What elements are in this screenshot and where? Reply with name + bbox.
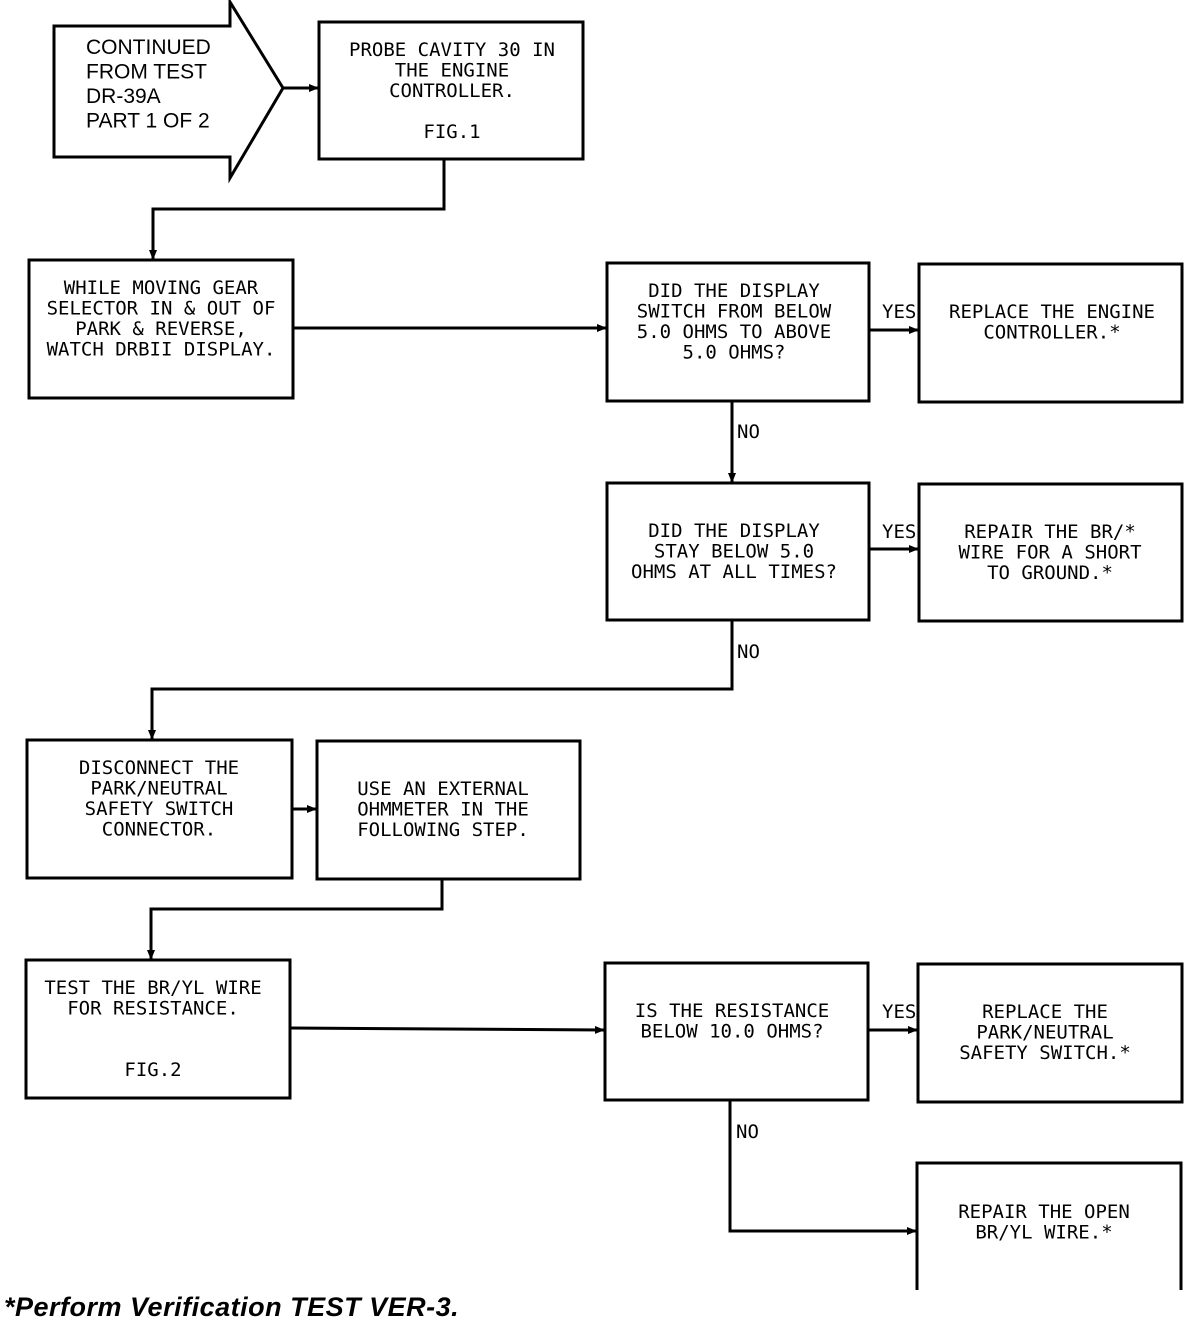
connector-probe-to-watch (149, 159, 446, 260)
text-line: DISCONNECT THE (79, 757, 239, 779)
connector-stay-below-no (148, 620, 734, 740)
text-line: TO GROUND.* (987, 562, 1113, 584)
connector-ohmmeter-to-test (147, 879, 444, 960)
text-line: WHILE MOVING GEAR (64, 277, 259, 299)
text-line: OHMS AT ALL TIMES? (631, 561, 837, 583)
text-line: USE AN EXTERNAL (357, 778, 529, 800)
text-line: BELOW 10.0 OHMS? (640, 1021, 823, 1043)
label-no-3: NO (736, 1121, 759, 1143)
text-line: CONNECTOR. (102, 819, 216, 841)
connector-resistance-no (728, 1100, 917, 1235)
text-line: DID THE DISPLAY (648, 280, 820, 302)
text-line: THE ENGINE (395, 60, 509, 82)
label-yes-3: YES (882, 1001, 916, 1023)
text-line: BR/YL WIRE.* (975, 1222, 1112, 1244)
text-line: REPLACE THE ENGINE (949, 301, 1155, 323)
text-line: REPAIR THE BR/* (964, 521, 1136, 543)
text-line: WATCH DRBII DISPLAY. (47, 339, 276, 361)
text-line: TEST THE BR/YL WIRE (44, 977, 261, 999)
label-no-1: NO (737, 421, 760, 443)
text-line: 5.0 OHMS TO ABOVE (637, 321, 831, 343)
text-line: SELECTOR IN & OUT OF (47, 298, 276, 320)
text-line: FROM TEST (86, 61, 207, 84)
text-line: FOLLOWING STEP. (357, 819, 529, 841)
text-line: REPAIR THE OPEN (958, 1201, 1130, 1223)
label-yes-2: YES (882, 521, 916, 543)
text-line: PART 1 OF 2 (86, 110, 210, 133)
text-line: 5.0 OHMS? (683, 342, 786, 364)
text-line: IS THE RESISTANCE (635, 1000, 829, 1022)
text-line: SAFETY SWITCH.* (959, 1042, 1131, 1064)
text-line: CONTINUED (86, 36, 211, 59)
text-line: SWITCH FROM BELOW (637, 301, 832, 323)
text-line: PARK/NEUTRAL (90, 778, 227, 800)
text-line: WIRE FOR A SHORT (958, 542, 1141, 564)
text-line: FOR RESISTANCE. (67, 998, 239, 1020)
text-line: FIG.1 (423, 121, 480, 143)
text-line: PROBE CAVITY 30 IN (349, 39, 555, 61)
text-line: SAFETY SWITCH (85, 798, 234, 820)
label-yes-1: YES (882, 301, 916, 323)
text-line: CONTROLLER. (389, 80, 515, 102)
label-no-2: NO (737, 641, 760, 663)
text-line: OHMMETER IN THE (357, 799, 529, 821)
text-line: DID THE DISPLAY (648, 520, 820, 542)
text-line: DR-39A (86, 85, 161, 108)
text-line: REPLACE THE (982, 1001, 1108, 1023)
text-line: PARK/NEUTRAL (976, 1022, 1113, 1044)
text-line: PARK & REVERSE, (75, 318, 247, 340)
text-line: STAY BELOW 5.0 (654, 541, 814, 563)
text-line: CONTROLLER.* (983, 322, 1120, 344)
text-line: FIG.2 (124, 1059, 181, 1081)
verification-footnote: *Perform Verification TEST VER-3. (4, 1292, 460, 1322)
connector-test-to-question-resistance (289, 1025, 605, 1034)
